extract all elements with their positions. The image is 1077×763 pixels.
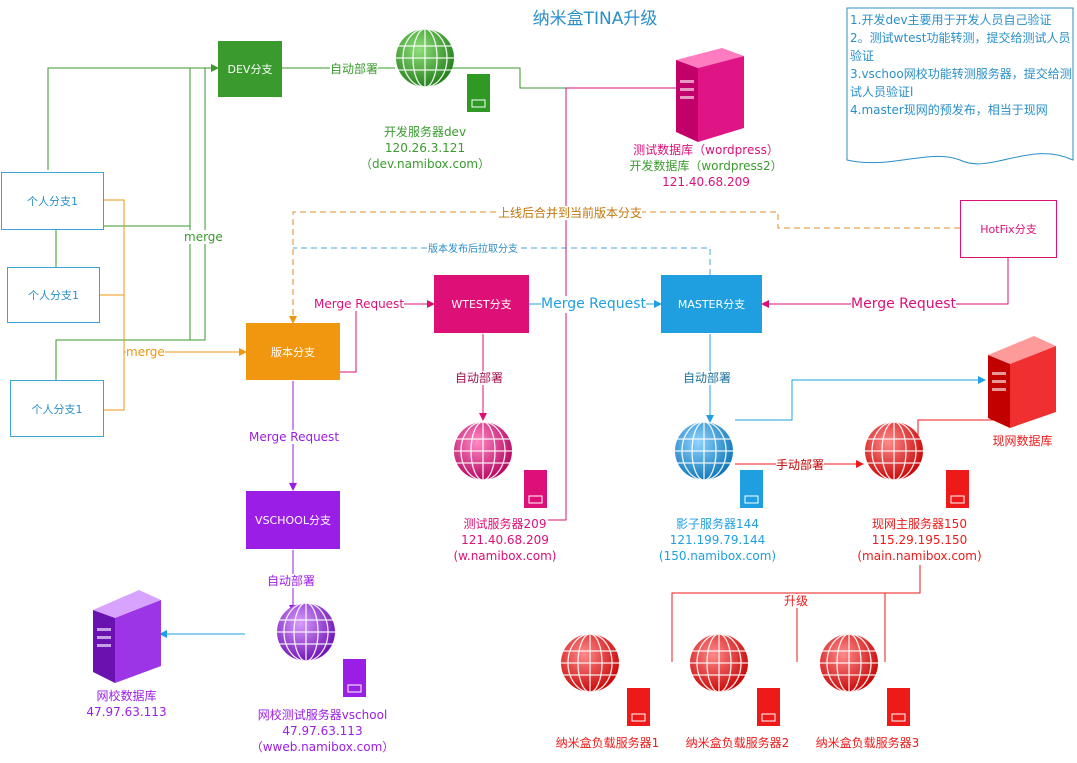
globe-icon-lb3 [820,633,878,693]
dev-server-ip: 120.26.3.121 [384,141,466,155]
database-icon-test [676,48,744,142]
main-server-host: (main.namibox.com) [857,549,982,563]
lb2-label: 纳米盒负载服务器2 [685,736,790,750]
test-db-label: 测试数据库（wordpress） 开发数据库（wordpress2） 121.4… [616,142,796,190]
edge-label-release-pull: 版本发布后拉取分支 [428,243,518,257]
main-server-name: 现网主服务器150 [872,517,967,531]
main-server-label: 现网主服务器150 115.29.195.150 (main.namibox.c… [852,516,987,564]
server-icon-lb3 [887,688,910,726]
edge-label-upgrade: 升级 [784,594,809,608]
edge-label-auto-deploy-dev: 自动部署 [330,62,379,76]
globe-icon-shadow [675,421,733,481]
edge-label-auto-deploy-master: 自动部署 [683,371,732,385]
database-icon-school [93,590,161,683]
edge-label-auto-deploy-wtest: 自动部署 [455,371,504,385]
globe-icon-vschool [277,602,335,662]
test-db-name: 测试数据库（wordpress） [633,143,779,157]
dev-server-label: 开发服务器dev 120.26.3.121 （dev.namibox.com） [360,124,490,172]
school-server-label: 网校测试服务器vschool 47.97.63.113 （wweb.namibo… [240,707,405,755]
edge-label-online-merge: 上线后合并到当前版本分支 [498,206,643,220]
shadow-server-name: 影子服务器144 [676,517,759,531]
edge-label-merge-down: merge [126,345,165,359]
master-branch-node[interactable]: MASTER分支 [661,275,762,333]
server-icon-test [524,470,547,508]
lb1-label: 纳米盒负载服务器1 [555,736,660,750]
shadow-server-label: 影子服务器144 121.199.79.144 (150.namibox.com… [650,516,785,564]
server-icon-vschool [343,659,366,697]
test-server-ip: 121.40.68.209 [461,533,549,547]
server-icon-lb2 [757,688,780,726]
lb3-label: 纳米盒负载服务器3 [815,736,920,750]
globe-icon-main [865,421,923,481]
note-3: 3.vschoo网校功能转测服务器，提交给测试人员验证l [850,67,1072,99]
dev-db-name: 开发数据库（wordpress2） [629,159,783,173]
globe-icon-dev [396,28,454,88]
edge-label-mr-version-vschool: Merge Request [249,430,340,444]
server-icon-main [946,470,969,508]
note-4: 4.master现网的预发布，相当于现网 [850,103,1048,117]
globe-icon-lb1 [561,633,619,693]
server-icon-dev [467,74,490,112]
test-server-label: 测试服务器209 121.40.68.209 (w.namibox.com) [440,516,570,564]
test-db-ip: 121.40.68.209 [662,175,750,189]
personal-branch-node-1[interactable]: 个人分支1 [1,172,104,230]
dev-server-host: （dev.namibox.com） [360,157,491,171]
prod-db-label: 现网数据库 [992,434,1053,448]
main-server-ip: 115.29.195.150 [871,533,968,547]
edge-label-auto-deploy-vschool: 自动部署 [267,574,316,588]
school-server-ip: 47.97.63.113 [282,724,363,738]
hotfix-branch-node[interactable]: HotFix分支 [960,200,1057,258]
version-branch-node[interactable]: 版本分支 [246,323,340,380]
database-icon-prod [988,336,1056,428]
notes-panel: 1.开发dev主要用于开发人员自己验证 2。测试wtest功能转测，提交给测试人… [850,11,1072,119]
edge-label-mr-hotfix-master: Merge Request [851,296,957,313]
shadow-server-ip: 121.199.79.144 [669,533,766,547]
shadow-server-host: (150.namibox.com) [658,549,777,563]
school-server-host: （wweb.namibox.com） [250,740,395,754]
vschool-branch-node[interactable]: VSCHOOL分支 [246,491,340,549]
edge-label-manual-deploy: 手动部署 [776,458,825,472]
diagram-title: 纳米盒TINA升级 [532,9,658,29]
test-server-name: 测试服务器209 [463,517,547,531]
note-2: 2。测试wtest功能转测，提交给测试人员验证 [850,31,1071,63]
personal-branch-node-3[interactable]: 个人分支1 [10,380,104,437]
globe-icon-test [454,421,512,481]
personal-branch-node-2[interactable]: 个人分支1 [7,267,100,323]
school-db-ip: 47.97.63.113 [86,705,167,719]
server-icon-lb1 [627,688,650,726]
dev-server-name: 开发服务器dev [383,125,467,139]
note-1: 1.开发dev主要用于开发人员自己验证 [850,13,1052,27]
school-server-name: 网校测试服务器vschool [257,708,388,722]
edge-label-merge-up: merge [184,230,223,244]
edge-label-mr-version-wtest: Merge Request [314,297,405,311]
edge-label-mr-wtest-master: Merge Request [541,296,647,313]
school-db-label: 网校数据库 47.97.63.113 [74,688,179,720]
test-server-host: (w.namibox.com) [453,549,557,563]
school-db-name: 网校数据库 [96,689,157,703]
globe-icon-lb2 [690,633,748,693]
dev-branch-node[interactable]: DEV分支 [218,41,282,97]
wtest-branch-node[interactable]: WTEST分支 [434,275,529,333]
notes-shape [846,7,1074,165]
server-icon-shadow [740,470,763,508]
